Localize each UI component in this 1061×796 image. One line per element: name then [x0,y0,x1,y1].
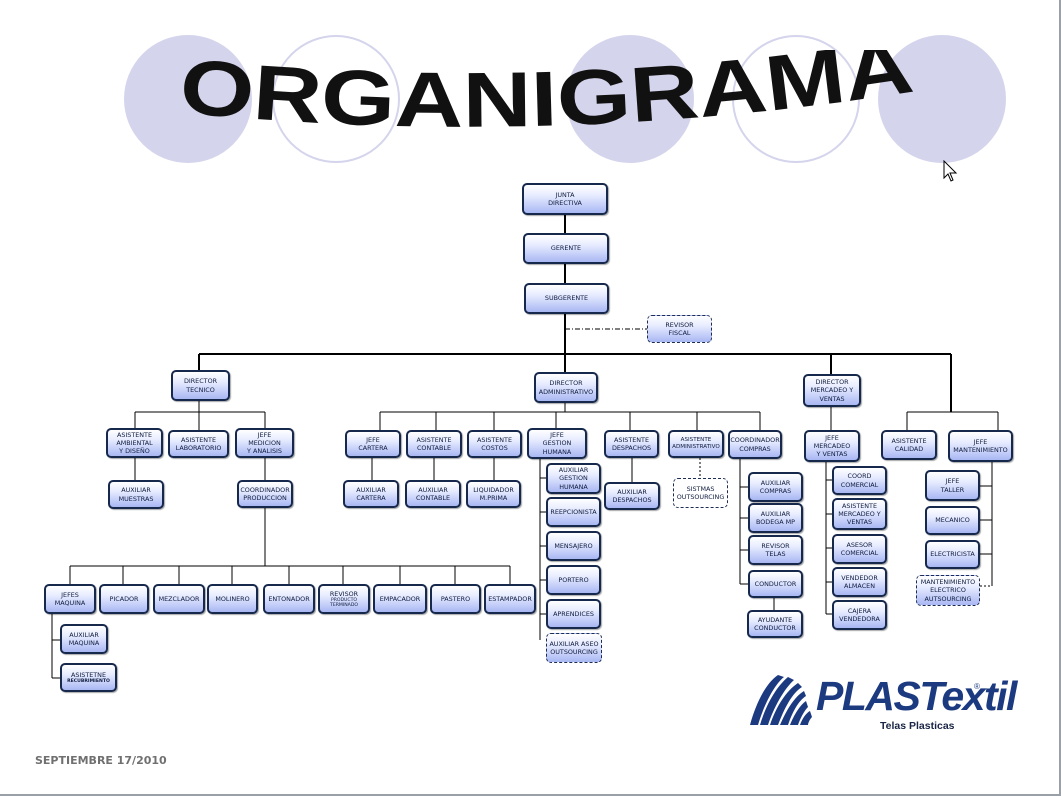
node-jefe-taller: JEFE TALLER [925,470,980,501]
node-recepcionista: REEPCIONISTA [546,497,601,527]
slide-date: SEPTIEMBRE 17/2010 [35,754,167,767]
node-mecanico: MECANICO [925,506,980,535]
node-director-administrativo: DIRECTOR ADMINISTRATIVO [534,372,598,403]
node-asistente-laboratorio: ASISTENTE LABORATORIO [168,430,229,458]
node-electricista: ELECTRICISTA [925,540,980,569]
node-asesor-comercial: ASESOR COMERCIAL [832,534,887,564]
node-jefe-medicion: JEFE MEDICION Y ANALISIS [235,428,294,458]
decor-circle-4 [732,35,860,163]
node-jefe-cartera: JEFE CARTERA [345,430,401,458]
node-ayudante-conductor: AYUDANTE CONDUCTOR [747,610,803,638]
node-auxiliar-bodega: AUXILIAR BODEGA MP [748,503,803,533]
node-revisor-fiscal: REVISOR FISCAL [647,315,712,343]
node-coordinador-produccion: COORDINADOR PRODUCCION [237,480,293,508]
node-asistente-mercadeo: ASISTENTE MERCADEO Y VENTAS [832,498,887,530]
node-jefes-maquina: JEFES MAQUINA [44,584,96,614]
node-auxiliar-maquina: AUXILIAR MAQUINA [60,624,108,654]
node-molinero: MOLINERO [207,584,258,614]
node-subgerente: SUBGERENTE [524,283,609,314]
node-picador: PICADOR [99,584,149,614]
node-asistente-ambiental: ASISTENTE AMBIENTAL Y DISEÑO [106,428,163,458]
node-entonador: ENTONADOR [263,584,315,614]
node-revisor-producto: REVISOR PRODUCTO TERMINADO [318,584,370,614]
mouse-cursor-icon [943,160,958,182]
node-asistente-recubrimiento-label: ASISTETNE [70,670,107,679]
node-liquidador: LIQUIDADOR M.PRIMA [466,480,521,508]
node-gerente: GERENTE [523,233,609,264]
node-mantenimiento-electrico: MANTENIMIENTO ELECTRICO AUTSOURCING [916,575,980,606]
logo-tagline: Telas Plasticas [880,720,955,732]
node-asistente-recubrimiento: ASISTETNE RECUBRIMIENTO [60,663,117,692]
node-revisor-telas: REVISOR TELAS [748,535,803,565]
node-jefe-gestion-humana: JEFE GESTION HUMANA [527,428,587,459]
decor-circle-2 [272,35,400,163]
decor-circle-1 [124,35,252,163]
node-asistente-administrativo: ASISTENTE ADMINISTRATIVO [668,430,724,458]
node-asistente-despachos: ASISTENTE DESPACHOS [604,430,659,458]
node-portero: PORTERO [546,565,601,595]
node-junta-directiva: JUNTA DIRECTIVA [522,183,608,215]
node-jefe-mercadeo: JEFE MERCADEO Y VENTAS [804,430,860,462]
plastextil-logo [750,675,812,725]
node-coord-comercial: COORD COMERCIAL [832,466,887,495]
node-empacador: EMPACADOR [373,584,427,614]
node-sistemas-outsourcing: SISTMAS OUTSOURCING [673,478,728,508]
node-auxiliar-muestras: AUXILIAR MUESTRAS [108,480,164,509]
node-auxiliar-contable: AUXILIAR CONTABLE [405,480,461,508]
node-mezclador: MEZCLADOR [153,584,205,614]
node-mensajero: MENSAJERO [546,531,601,561]
logo-registered-mark: ® [974,682,980,691]
node-conductor: CONDUCTOR [748,570,803,598]
node-director-tecnico: DIRECTOR TECNICO [171,370,230,401]
node-pastero: PASTERO [430,584,481,614]
node-auxiliar-despachos: AUXILIAR DESPACHOS [604,482,660,510]
node-coordinador-compras: COORDINADOR COMPRAS [728,430,782,459]
decor-circle-3 [566,35,694,163]
node-cajera-vendedora: CAJERA VENDEDORA [832,600,887,630]
page-title: ORGANIGRAMA [177,50,919,140]
node-auxiliar-gestion-humana: AUXILIAR GESTION HUMANA [546,463,601,494]
node-auxiliar-compras: AUXILIAR COMPRAS [748,472,803,502]
node-director-mercadeo: DIRECTOR MERCADEO Y VENTAS [803,374,861,407]
node-asistente-contable: ASISTENTE CONTABLE [406,430,462,458]
node-auxiliar-aseo: AUXILIAR ASEO OUTSOURCING [546,633,602,663]
node-auxiliar-cartera: AUXILIAR CARTERA [343,480,399,508]
logo-name: PLASTextil [816,673,1017,719]
decor-circle-5 [878,35,1006,163]
node-jefe-mantenimiento: JEFE MANTENIMIENTO [948,430,1013,462]
node-vendedor-almacen: VENDEDOR ALMACEN [832,567,887,597]
node-aprendices: APRENDICES [546,599,601,629]
node-asistente-costos: ASISTENTE COSTOS [467,430,522,458]
node-estampador: ESTAMPADOR [484,584,536,614]
node-asistente-calidad: ASISTENTE CALIDAD [881,430,937,460]
node-asistente-recubrimiento-sublabel: RECUBRIMIENTO [67,679,110,685]
node-revisor-producto-sublabel: PRODUCTO TERMINADO [330,598,358,609]
node-revisor-producto-label: REVISOR [329,589,359,598]
